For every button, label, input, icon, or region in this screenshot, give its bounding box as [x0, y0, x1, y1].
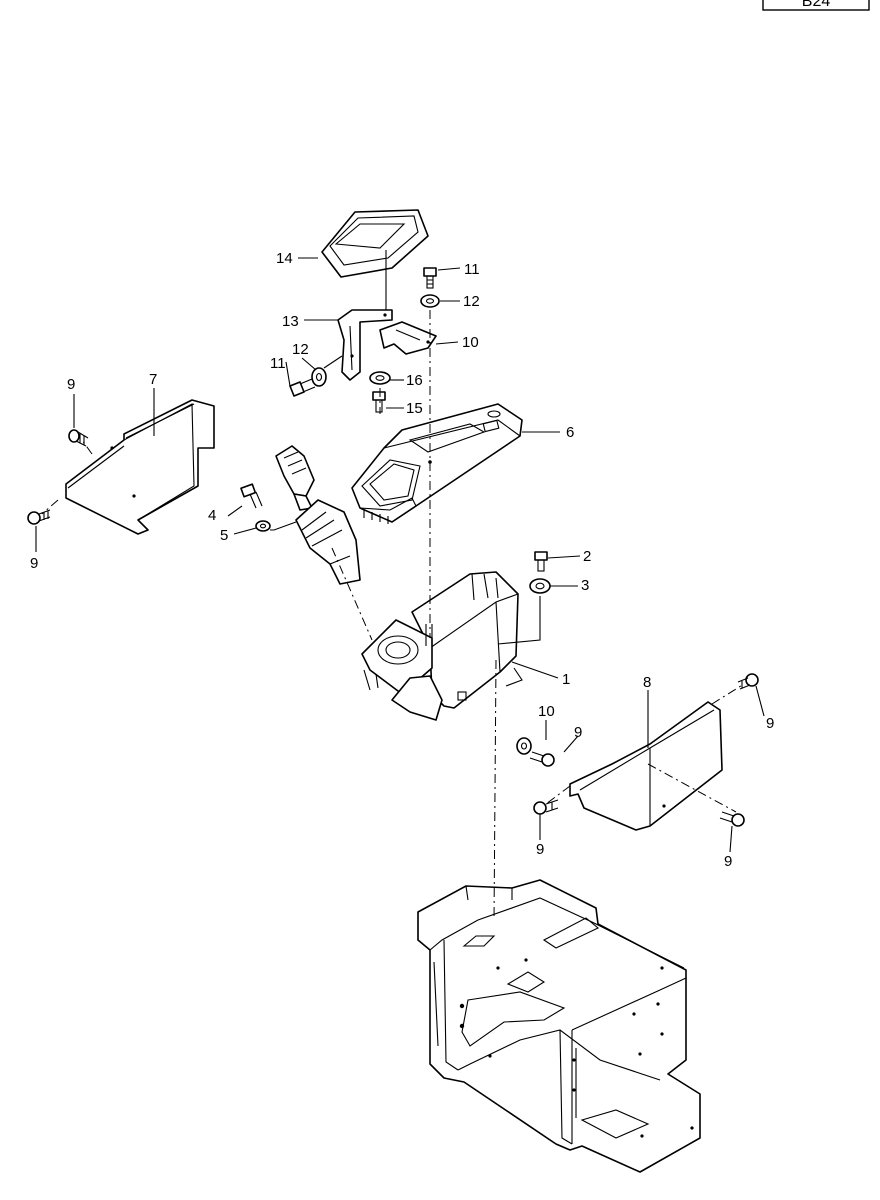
washer-5	[255, 520, 271, 532]
leader-lines	[35, 250, 765, 853]
joystick-lever	[275, 445, 361, 585]
callout-9-c: 9	[766, 715, 774, 732]
page-code-box: B24	[762, 0, 870, 11]
washer-12-upper	[420, 294, 440, 308]
cab-frame	[417, 879, 701, 1173]
callout-9-d: 9	[574, 724, 582, 741]
callout-8: 8	[643, 674, 651, 691]
callout-4: 4	[208, 507, 216, 524]
bolt-11-left	[289, 378, 316, 397]
callout-12-left: 12	[292, 341, 309, 358]
callout-10-lower: 10	[538, 703, 555, 720]
callout-14: 14	[276, 250, 293, 267]
callout-16: 16	[406, 372, 423, 389]
part-10-bracket	[379, 321, 437, 355]
callout-15: 15	[406, 400, 423, 417]
bolt-15	[372, 391, 386, 413]
part-13-bracket	[337, 309, 393, 381]
callout-3: 3	[581, 577, 589, 594]
washer-3	[529, 578, 551, 594]
callout-6: 6	[566, 424, 574, 441]
washer-12-left	[311, 367, 327, 387]
part-6-console-cover	[351, 403, 523, 524]
callout-5: 5	[220, 527, 228, 544]
assembly-lines	[41, 310, 745, 921]
callout-9-e: 9	[536, 841, 544, 858]
washer-16	[369, 371, 391, 385]
callout-9-f: 9	[724, 853, 732, 870]
callout-9-a: 9	[67, 376, 75, 393]
bolt-9-a	[68, 429, 89, 447]
part-14-cover	[321, 209, 429, 278]
bolt-2	[534, 551, 548, 572]
callout-9-b: 9	[30, 555, 38, 572]
callout-7: 7	[149, 371, 157, 388]
part-7-side-cover	[65, 399, 215, 535]
callout-1: 1	[562, 671, 570, 688]
callout-10-upper: 10	[462, 334, 479, 351]
part-8-side-cover	[569, 701, 723, 831]
callout-11-left: 11	[270, 355, 286, 372]
bolt-9-f	[529, 751, 555, 767]
bolt-9-b	[27, 509, 51, 525]
callout-2: 2	[583, 548, 591, 565]
callout-13: 13	[282, 313, 299, 330]
callout-numbers: 1 2 3 4 5 6 7 8 9 9 9 9 9 9 10 10 11 11 …	[30, 250, 774, 870]
part-1-console-box	[361, 571, 523, 721]
bolt-9-e	[719, 811, 745, 827]
callout-11-upper: 11	[464, 261, 480, 278]
bolt-9-c	[737, 673, 759, 690]
bolt-11-upper	[423, 267, 437, 289]
washer-10-lower	[516, 737, 532, 755]
page-code: B24	[802, 0, 831, 10]
callout-12-upper: 12	[463, 293, 480, 310]
bolt-9-d	[533, 799, 559, 815]
bolt-4	[240, 483, 263, 509]
